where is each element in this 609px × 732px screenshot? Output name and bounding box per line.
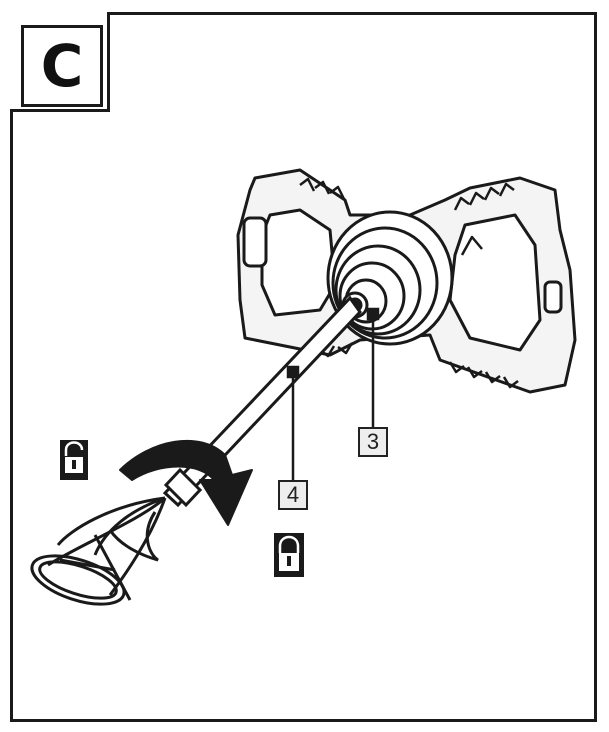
leader-lines (286, 307, 380, 480)
figure-label-box: C (10, 12, 110, 112)
mixing-paddle (30, 496, 167, 606)
figure-frame (10, 12, 597, 722)
figure-label-inner: C (21, 25, 103, 107)
callout-number: 3 (366, 429, 380, 454)
callout-3: 3 (358, 427, 388, 457)
locked-padlock-icon (274, 533, 304, 577)
callout-4: 4 (278, 480, 308, 510)
unlocked-padlock-icon (60, 440, 88, 480)
callout-number: 4 (286, 482, 300, 507)
figure-label: C (40, 32, 84, 100)
curved-arrow-icon (119, 439, 253, 526)
